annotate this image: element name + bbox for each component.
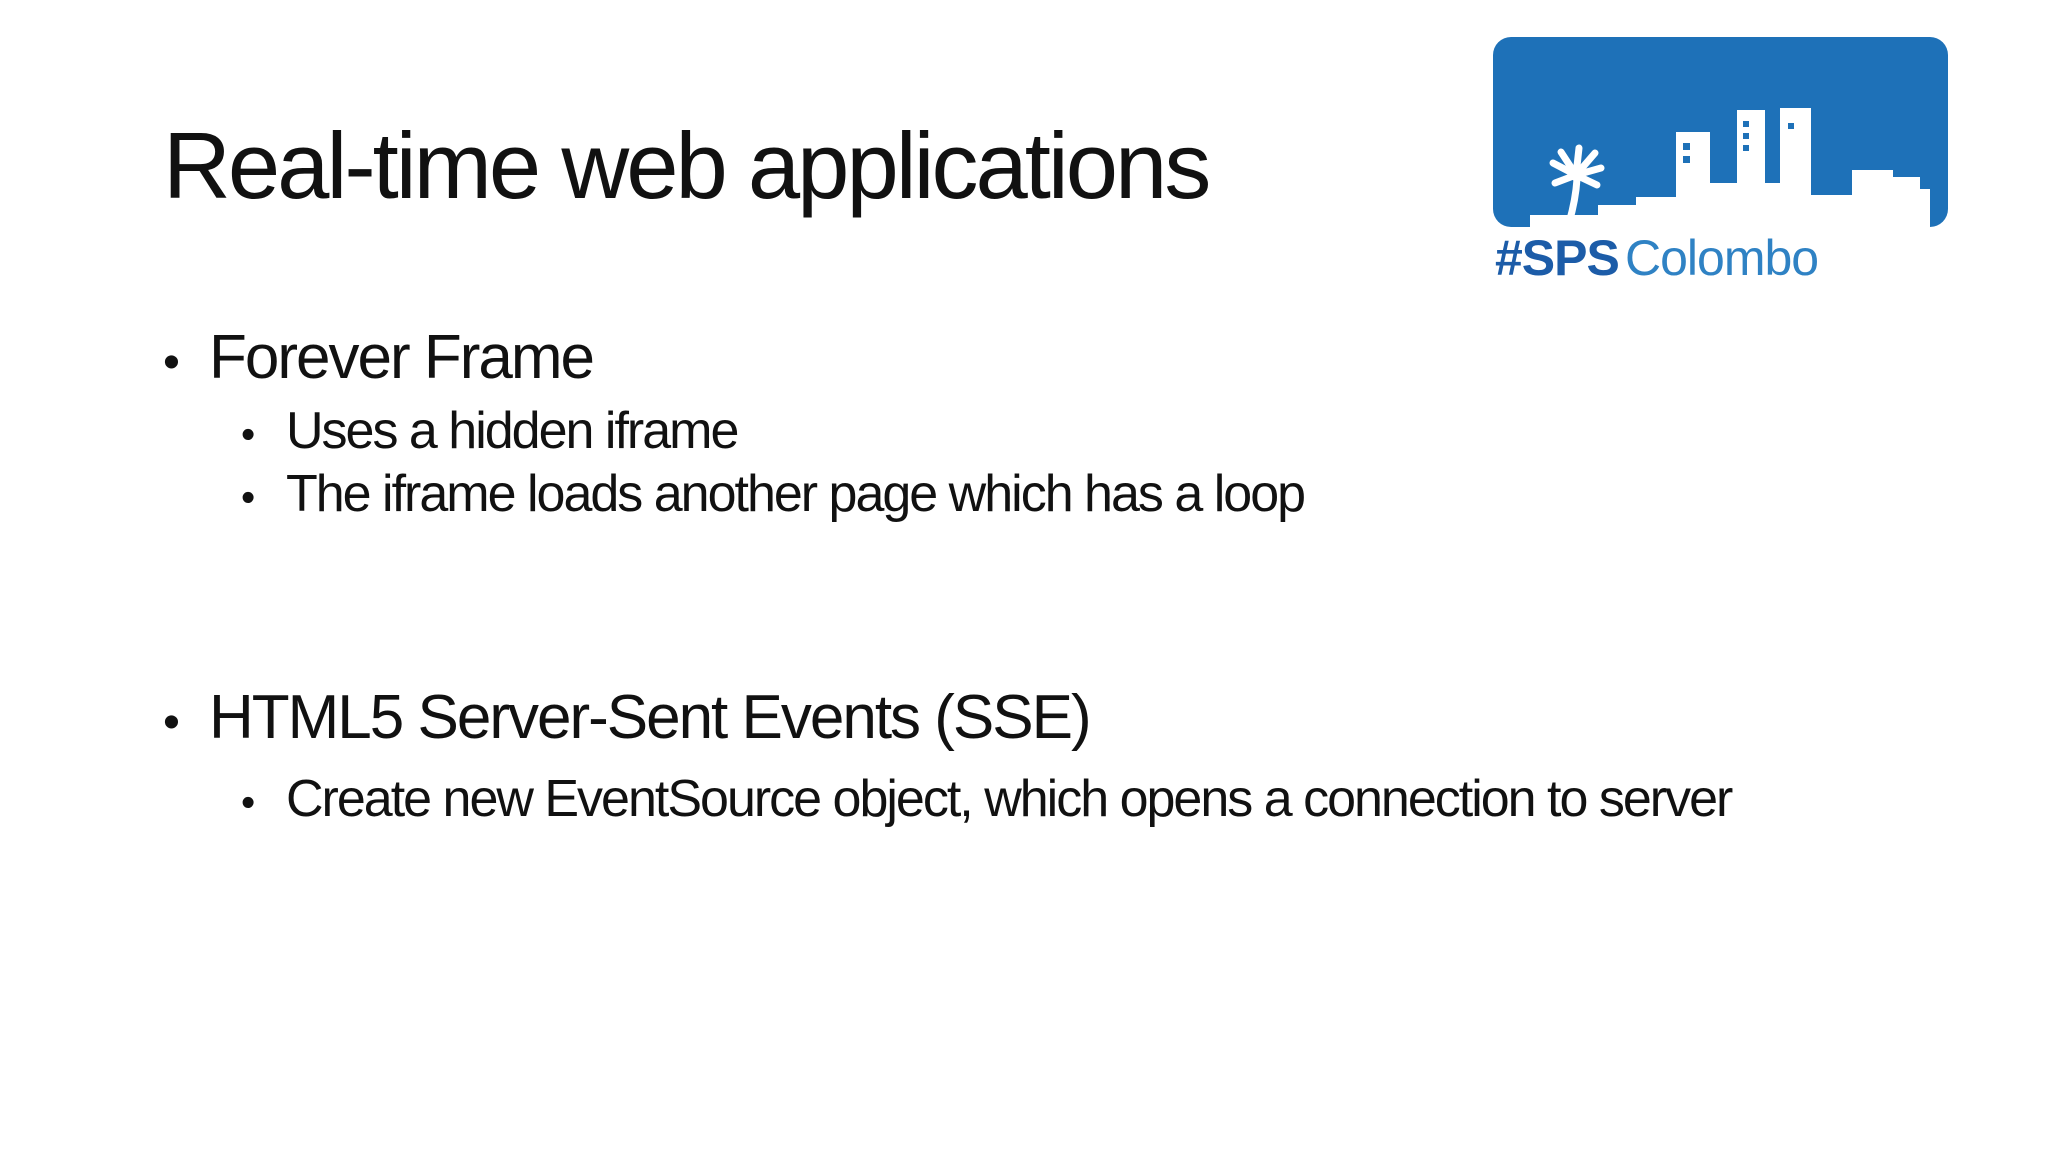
sps-colombo-logo: #SPS Colombo xyxy=(1493,37,1948,289)
page-title: Real-time web applications xyxy=(163,113,1211,218)
logo-wordmark-light: Colombo xyxy=(1625,230,1818,286)
sub-bullet-iframe-loop: • The iframe loads another page which ha… xyxy=(241,464,1306,524)
bullet-icon: • xyxy=(241,474,255,520)
bullet-item-forever-frame: • Forever Frame xyxy=(163,322,595,393)
bullet-icon: • xyxy=(163,335,180,389)
logo-wordmark-bold: #SPS xyxy=(1495,230,1619,286)
bullet-icon: • xyxy=(241,779,255,825)
bullet-icon: • xyxy=(241,411,255,457)
sub-bullet-eventsource: • Create new EventSource object, which o… xyxy=(241,769,1733,829)
bullet-item-sse: • HTML5 Server-Sent Events (SSE) xyxy=(163,682,1092,753)
bullet-text: Uses a hidden iframe xyxy=(286,402,739,460)
sub-bullet-hidden-iframe: • Uses a hidden iframe xyxy=(241,401,739,461)
bullet-text: The iframe loads another page which has … xyxy=(286,465,1306,523)
bullet-text: Forever Frame xyxy=(209,323,595,392)
bullet-text: HTML5 Server-Sent Events (SSE) xyxy=(209,683,1092,752)
bullet-icon: • xyxy=(163,695,180,749)
bullet-text: Create new EventSource object, which ope… xyxy=(286,770,1733,828)
colombo-skyline-icon: #SPS Colombo xyxy=(1493,37,1948,286)
